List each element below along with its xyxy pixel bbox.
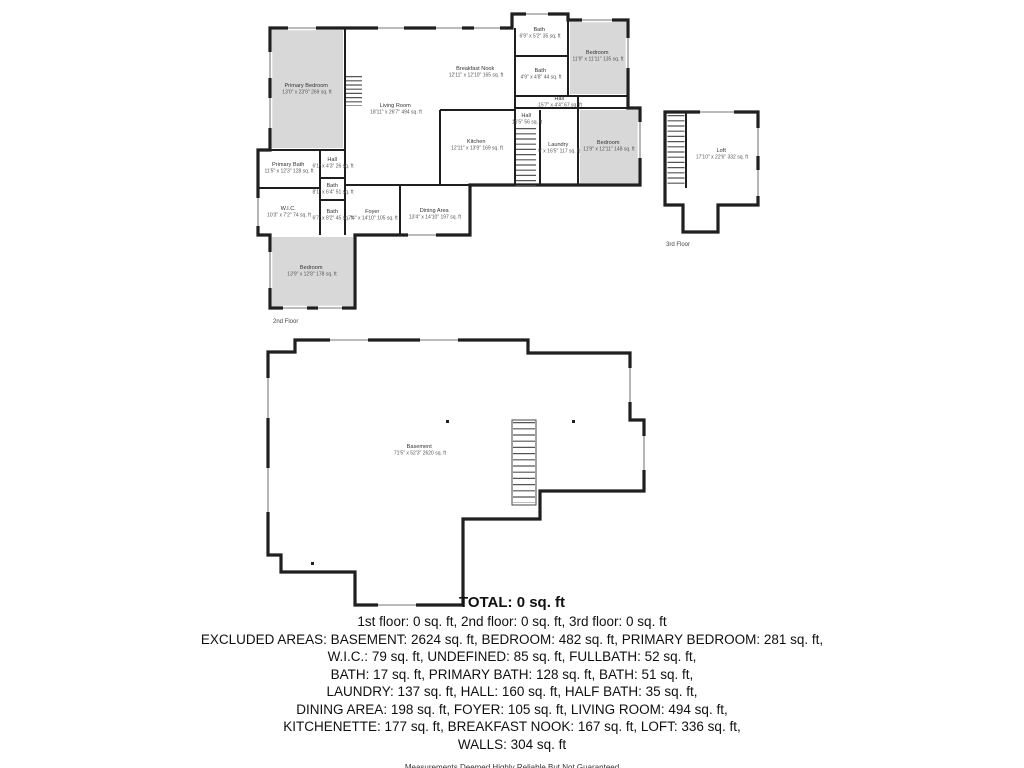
disclaimer-text: Measurements Deemed Highly Reliable But … xyxy=(404,763,620,768)
room-label-living-room: Living Room 18'11" x 26'7" 494 sq. ft xyxy=(370,103,422,116)
summary-line: BATH: 17 sq. ft, PRIMARY BATH: 128 sq. f… xyxy=(330,666,694,682)
column-mark xyxy=(311,562,314,565)
room-label-bath-2: Bath 4'9" x 4'8" 44 sq. ft xyxy=(520,68,562,81)
room-fill-primary-bedroom xyxy=(272,30,343,148)
room-label-bath-4: Bath 6'7" x 8'2" 45 sq. ft xyxy=(312,209,354,222)
room-label-hall-upper: Hall 15'7" x 4'4" 67 sq. ft xyxy=(538,96,582,109)
column-mark xyxy=(572,420,575,423)
room-label-bedroom-right: Bedroom 11'9" x 12'11" 148 sq. ft xyxy=(583,140,635,153)
summary-line: 1st floor: 0 sq. ft, 2nd floor: 0 sq. ft… xyxy=(357,614,667,629)
room-label-wic: W.I.C. 10'3" x 7'2" 74 sq. ft xyxy=(267,206,311,219)
room-label-foyer: Foyer 7'4" x 14'10" 105 sq. ft xyxy=(348,209,398,222)
room-label-bedroom-upper-right: Bedroom 11'9" x 11'11" 135 sq. ft xyxy=(572,50,624,63)
window-marks xyxy=(255,11,643,311)
summary-line: WALLS: 304 sq. ft xyxy=(457,736,567,752)
third-floor-plan: Loft 17'10" x 22'6" 332 sq. ft 3rd Floor xyxy=(663,109,761,248)
room-label-bedroom-lower: Bedroom 13'9" x 12'8" 178 sq. ft xyxy=(287,265,337,278)
second-floor-plan: Primary Bedroom 13'0" x 23'9" 269 sq. ft… xyxy=(255,11,643,325)
room-label-bath-1: Bath 6'9" x 5'2" 35 sq. ft xyxy=(519,27,561,40)
room-label-dining-area: Dining Area 13'4" x 14'10" 197 sq. ft xyxy=(409,208,462,221)
summary-line: DINING AREA: 198 sq. ft, FOYER: 105 sq. … xyxy=(296,701,728,717)
room-label-laundry: Laundry 9' x 16'5" 117 sq. ft xyxy=(538,142,580,155)
area-summary: TOTAL: 0 sq. ft 1st floor: 0 sq. ft, 2nd… xyxy=(0,594,1024,768)
room-label-basement: Basement 71'5" x 52'3" 2620 sq. ft xyxy=(394,444,447,457)
third-floor-outline xyxy=(663,110,760,234)
room-fill-bedroom-right xyxy=(580,110,638,183)
room-fill-bedroom-lower xyxy=(272,237,353,306)
room-fill-bedroom-upper-right xyxy=(570,22,626,94)
window-marks xyxy=(265,337,647,608)
basement-outline xyxy=(266,338,646,607)
second-floor-caption: 2nd Floor xyxy=(273,319,298,325)
summary-line: EXCLUDED AREAS: BASEMENT: 2624 sq. ft, B… xyxy=(200,631,824,647)
room-label-primary-bedroom: Primary Bedroom 13'0" x 23'9" 269 sq. ft xyxy=(282,83,332,96)
room-label-kitchen: Kitchen 12'11" x 13'9" 169 sq. ft xyxy=(451,139,503,152)
room-label-loft: Loft 17'10" x 22'6" 332 sq. ft xyxy=(696,148,749,161)
room-label-breakfast-nook: Breakfast Nook 12'11" x 12'10" 165 sq. f… xyxy=(449,66,504,79)
basement-stairwell xyxy=(511,419,537,506)
room-label-hall-center: Hall 16'5" 56 sq. ft xyxy=(512,113,543,126)
floorplan-svg: Primary Bedroom 13'0" x 23'9" 269 sq. ft… xyxy=(255,11,761,608)
total-area-text: TOTAL: 0 sq. ft xyxy=(458,594,566,611)
basement-plan: Basement 71'5" x 52'3" 2620 sq. ft xyxy=(265,337,647,608)
summary-line: KITCHENETTE: 177 sq. ft, BREAKFAST NOOK:… xyxy=(283,719,741,735)
second-floor-interior-walls xyxy=(258,14,640,235)
summary-line: W.I.C.: 79 sq. ft, UNDEFINED: 85 sq. ft,… xyxy=(327,649,697,665)
room-label-primary-bath: Primary Bath 11'5" x 12'3" 128 sq. ft xyxy=(264,162,314,175)
third-floor-caption: 3rd Floor xyxy=(666,242,690,248)
summary-line: LAUNDRY: 137 sq. ft, HALL: 160 sq. ft, H… xyxy=(326,684,698,700)
column-mark xyxy=(446,420,449,423)
room-label-hall-small: Hall 6'1" x 4'3" 26 sq. ft xyxy=(312,157,354,170)
room-label-bath-3: Bath 8'1" x 6'4" 51 sq. ft xyxy=(312,183,354,196)
